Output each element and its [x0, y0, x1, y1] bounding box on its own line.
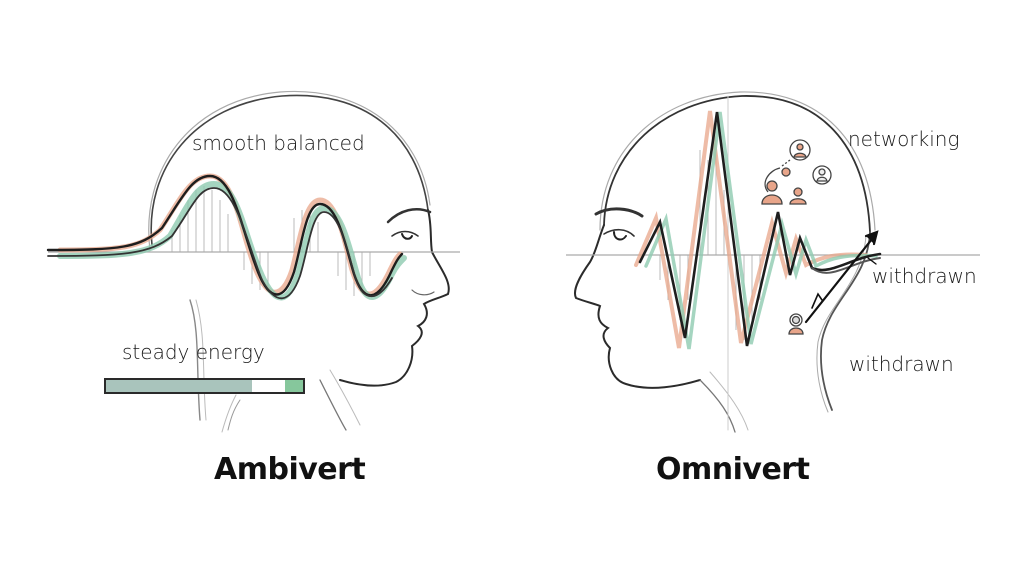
- ambivert-hatching: [171, 186, 371, 296]
- ambivert-smooth-wave: [46, 173, 407, 301]
- networking-label: networking: [848, 127, 960, 151]
- omnivert-head-sketch: [574, 91, 876, 433]
- steady-energy-label: steady energy: [122, 340, 265, 364]
- arrow-icon: [804, 230, 879, 324]
- withdrawn-upper-label: withdrawn: [872, 264, 977, 288]
- person-icon: [788, 313, 804, 335]
- smooth-balanced-label: smooth balanced: [192, 131, 365, 155]
- withdrawn-lower-label: withdrawn: [849, 352, 954, 376]
- omnivert-title: Omnivert: [656, 452, 810, 487]
- energy-bar-fill: [106, 380, 252, 392]
- ambivert-title: Ambivert: [214, 452, 366, 487]
- people-network-icon: [761, 139, 832, 205]
- steady-energy-bar: [104, 378, 305, 394]
- energy-bar-accent: [285, 380, 303, 392]
- ambivert-head-sketch: [148, 90, 450, 433]
- omnivert-spiky-wave: [634, 110, 882, 350]
